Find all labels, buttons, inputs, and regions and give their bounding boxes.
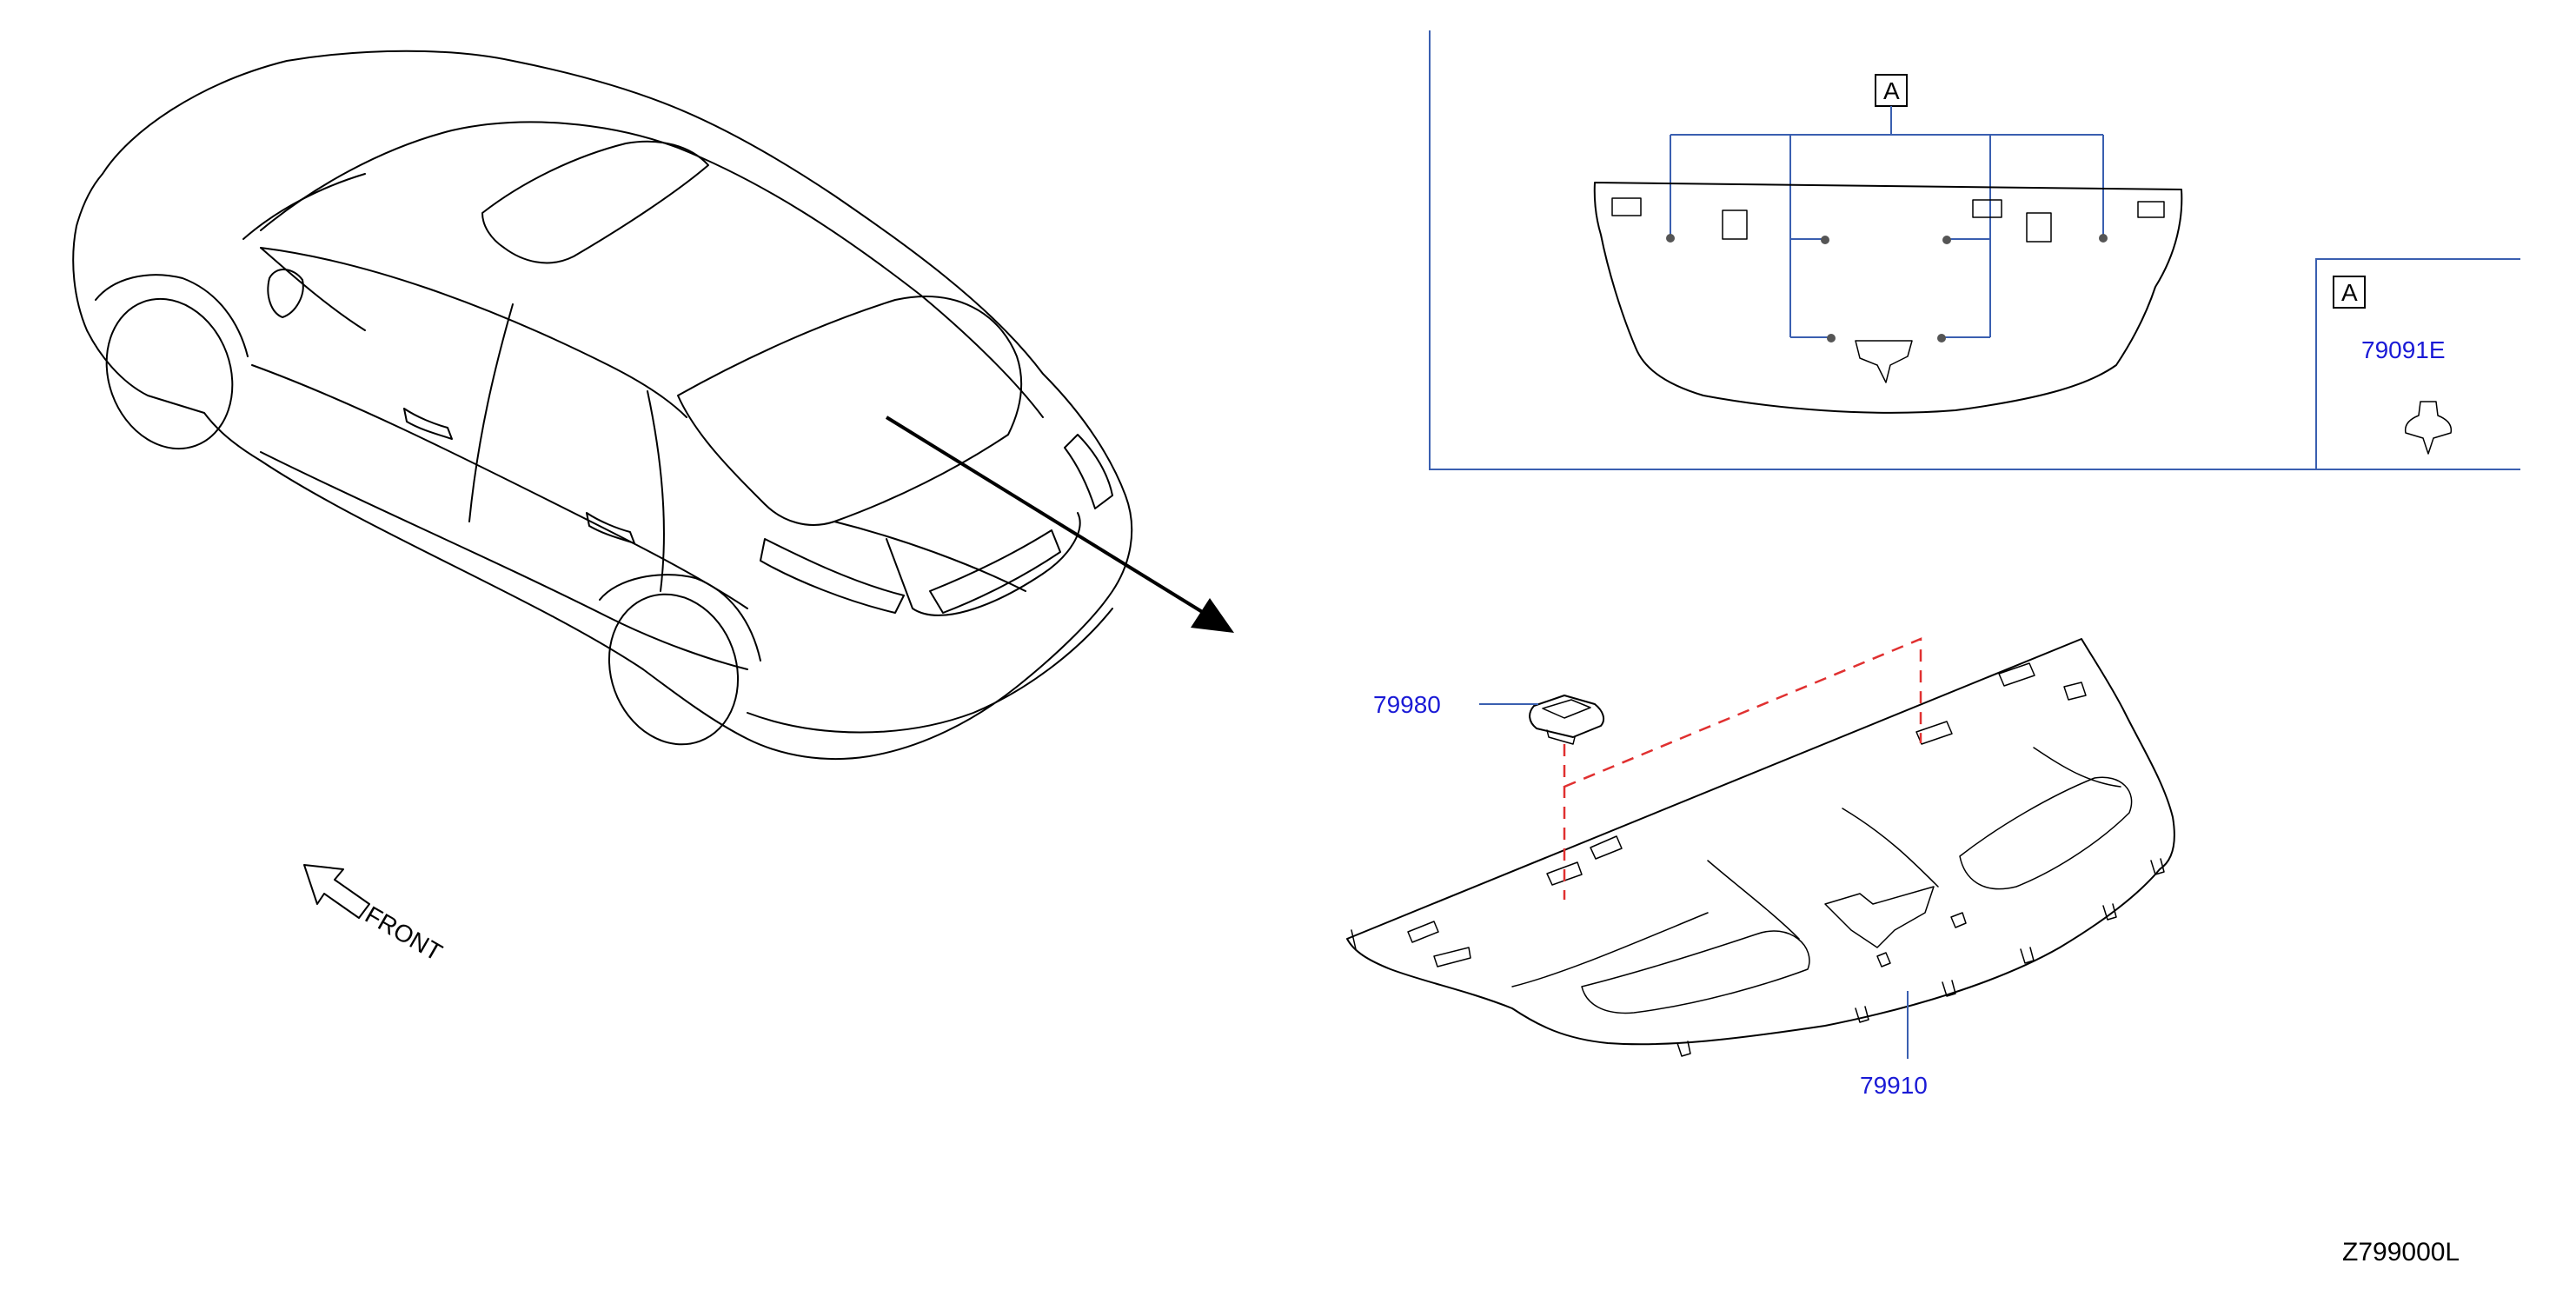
callout-arrow [885,416,1234,633]
detail-view-a-clip: A 79091E [2315,258,2520,469]
alignment-hidden-lines [1563,637,1922,900]
clip-fastener-icon [2404,401,2453,455]
part-79980-clip [1529,695,1605,745]
part-number-79091E[interactable]: 79091E [2361,336,2446,363]
part-callouts: 79980 79910 [1373,691,1928,1099]
detail-a-clip-tag [2333,276,2366,309]
part-number-79910[interactable]: 79910 [1860,1072,1928,1099]
front-arrow-icon [303,864,370,919]
diagram-code: Z799000L [2342,1238,2460,1267]
bracket-clip-icon [1529,695,1605,738]
front-label: FRONT [361,901,447,966]
front-direction-indicator: FRONT [303,864,447,966]
detail-a-clip-tag-label: A [2341,279,2358,306]
parcel-shelf-underside [1593,182,2183,414]
detail-a-tag-label: A [1883,77,1900,104]
parcel-shelf-assembly [1346,638,2175,1057]
part-number-79980[interactable]: 79980 [1373,691,1441,718]
parcel-shelf [1346,638,2175,1046]
car-illustration [72,50,1133,761]
detail-view-a: A [1429,30,2520,470]
